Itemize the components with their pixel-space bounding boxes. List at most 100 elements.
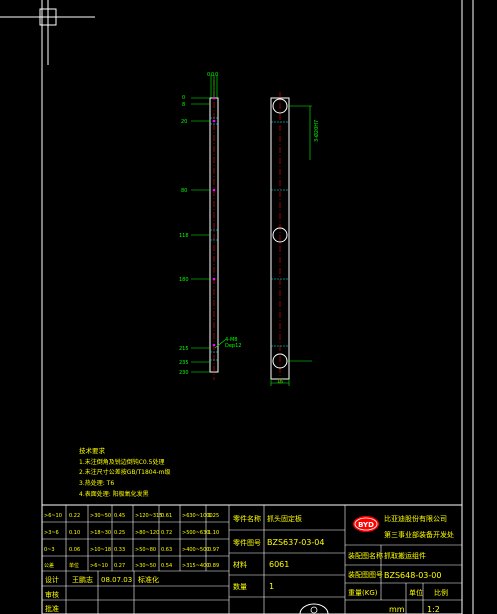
projection-symbol-inner-icon — [310, 606, 318, 614]
tolerance-cell: 0.27 — [114, 563, 125, 569]
tolerance-cell: >315~400 — [182, 563, 209, 569]
assembly-name-value: 抓取搬运组件 — [384, 551, 426, 560]
notes-line-2: 2.未注尺寸公差按GB/T1804-m级 — [79, 468, 170, 476]
side-view-callout-leader — [214, 339, 226, 349]
assembly-number-value: BZS648-03-00 — [384, 571, 441, 580]
side-view-dim-7: 235 — [179, 360, 189, 366]
side-view-dim-3: 80 — [181, 188, 187, 194]
design-label: 设计 — [45, 575, 59, 584]
company-name: 比亚迪股份有限公司 — [384, 514, 447, 523]
side-view-top-dim-3: 0 — [215, 72, 218, 78]
side-view-dim-2: 20 — [181, 119, 187, 125]
tolerance-cell: 1.25 — [208, 513, 219, 519]
part-name-label: 零件名称 — [233, 514, 261, 523]
logo-text: BYD — [358, 521, 374, 529]
side-view-dim-1: 8 — [182, 102, 185, 108]
tolerance-cell: 0.89 — [208, 563, 219, 569]
tolerance-cell: >6~10 — [44, 513, 62, 519]
title-block-border — [41, 504, 463, 614]
tolerance-cell: >6~10 — [90, 563, 108, 569]
side-view-callout-2: Dep12 — [225, 343, 241, 349]
side-view-dim-0: 0 — [182, 95, 185, 101]
side-view-dim-leaders — [191, 97, 210, 373]
tolerance-cell: 0.97 — [208, 547, 219, 553]
tolerance-cell: 0.06 — [69, 547, 80, 553]
side-view-top-dim-1: 0 — [207, 72, 210, 78]
quantity-value: 1 — [269, 582, 274, 591]
unit-value: mm — [389, 605, 405, 614]
tolerance-cell: >400~500 — [182, 547, 209, 553]
tolerance-cell: >80~120 — [135, 530, 159, 536]
front-view-hole-top — [272, 98, 288, 114]
side-view-dim-6: 215 — [179, 346, 189, 352]
approve-label: 批准 — [45, 604, 59, 613]
assembly-name-label: 装配图名称 — [348, 551, 383, 560]
tolerance-cell: >50~80 — [135, 547, 156, 553]
side-view: 0 0 0 0 8 20 80 118 180 215 235 230 4-M8… — [179, 72, 241, 380]
assembly-number-label: 装配图图号 — [348, 570, 383, 579]
tolerance-cell: >3~6 — [44, 530, 59, 536]
tolerance-cell: 0.63 — [161, 547, 172, 553]
technical-notes: 技术要求 1.未注倒角及锐边倒钝C0.5处理 2.未注尺寸公差按GB/T1804… — [79, 446, 170, 498]
tolerance-cell: >18~30 — [90, 530, 111, 536]
tolerance-cell: >30~50 — [90, 513, 111, 519]
notes-title: 技术要求 — [79, 446, 106, 455]
unit-label: 单位 — [409, 588, 423, 597]
tolerance-cell: 1.10 — [208, 530, 219, 536]
side-view-dim-5: 180 — [179, 277, 189, 283]
tolerance-cell: 0.61 — [161, 513, 172, 519]
check-label: 审核 — [45, 590, 59, 599]
crosshair-cursor-icon — [0, 0, 95, 65]
front-view: 3-Ø20H7 16 — [270, 92, 320, 386]
tolerance-table-grid — [42, 505, 230, 614]
byd-logo-icon: BYD — [353, 516, 379, 532]
tolerance-cell: 单位 — [69, 562, 79, 569]
front-view-tapped-holes — [271, 121, 289, 347]
front-view-bottom-dim: 16 — [277, 379, 283, 385]
material-value: 6061 — [269, 560, 289, 569]
side-view-dim-4: 118 — [179, 233, 189, 239]
front-view-hole-bottom — [272, 353, 288, 369]
tolerance-cell: >120~315 — [135, 513, 162, 519]
title-block-grid — [229, 505, 462, 614]
scale-label: 比例 — [434, 588, 448, 597]
scale-value: 1:2 — [427, 605, 440, 614]
side-view-dim-8: 230 — [179, 370, 189, 376]
tolerance-cell: 0.72 — [161, 530, 172, 536]
tolerance-cell: 0.54 — [161, 563, 172, 569]
weight-label: 重量(KG) — [348, 589, 378, 597]
projection-symbol-icon — [299, 603, 329, 614]
side-view-callout-1: 4-M8 — [225, 337, 237, 343]
part-number-label: 零件图号 — [233, 538, 261, 547]
front-view-right-dim: 3-Ø20H7 — [313, 120, 320, 142]
front-view-dim-lines — [270, 105, 312, 386]
department-name: 第三事业部装备开发处 — [384, 530, 454, 539]
quantity-label: 数量 — [233, 582, 247, 591]
standardization-label: 标准化 — [138, 575, 159, 584]
notes-line-3: 3.热处理: T6 — [79, 479, 114, 487]
tolerance-cell: >630~1000 — [182, 513, 213, 519]
tolerance-cell: 0.33 — [114, 547, 125, 553]
tolerance-cell: 0~3 — [44, 547, 55, 553]
tolerance-cell: 0.45 — [114, 513, 125, 519]
side-view-hidden-holes — [210, 117, 218, 361]
part-number-value: BZS637-03-04 — [267, 538, 324, 547]
tolerance-cell: >30~50 — [135, 563, 156, 569]
tolerance-cell: 0.25 — [114, 530, 125, 536]
notes-line-1: 1.未注倒角及锐边倒钝C0.5处理 — [79, 458, 164, 466]
tolerance-cell: >500~630 — [182, 530, 209, 536]
part-name-value: 抓头固定板 — [267, 514, 302, 523]
design-date: 08.07.03 — [101, 576, 132, 584]
front-view-hole-middle — [272, 227, 288, 243]
tolerance-cell: 0.10 — [69, 530, 80, 536]
material-label: 材料 — [233, 560, 247, 569]
side-view-top-dim-lines — [210, 75, 218, 98]
side-view-top-dim-2: 0 — [211, 72, 214, 78]
tolerance-cell: 0.22 — [69, 513, 80, 519]
notes-line-4: 4.表面处理: 阳极氧化发黑 — [79, 490, 149, 498]
tolerance-cell: >10~18 — [90, 547, 111, 553]
